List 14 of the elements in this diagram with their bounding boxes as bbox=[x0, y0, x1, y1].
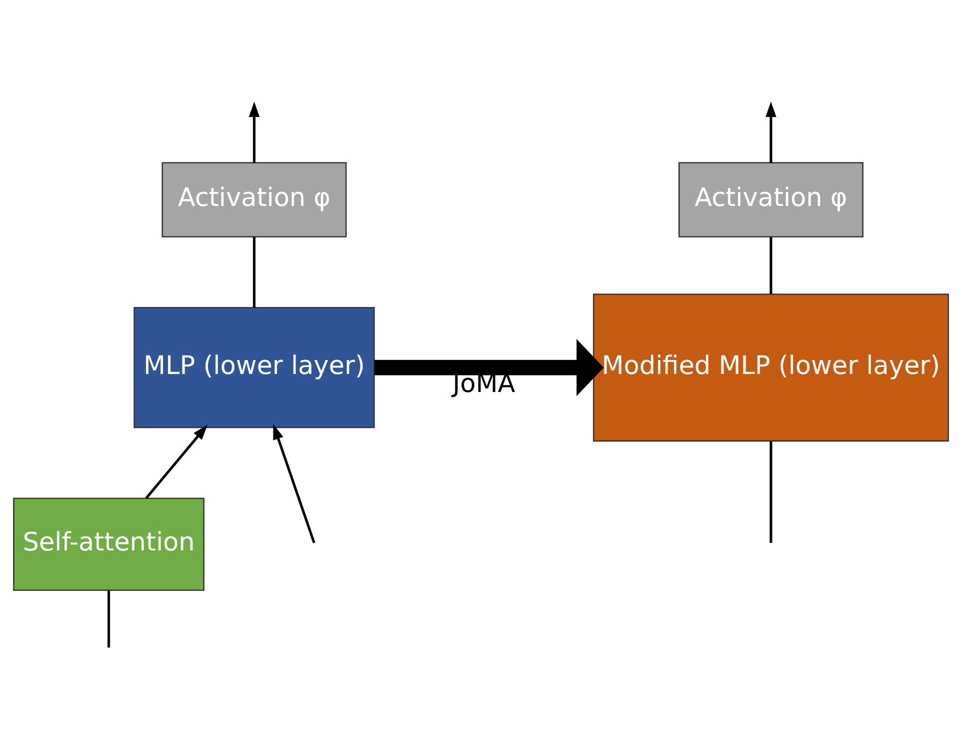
connector bbox=[770, 440, 772, 542]
arrow bbox=[766, 101, 776, 162]
node-box: Self-attention bbox=[13, 497, 204, 590]
node-box: Activation φ bbox=[162, 162, 347, 237]
arrow bbox=[248, 101, 260, 162]
node-box: Modified MLP (lower layer) bbox=[592, 293, 949, 442]
node-box: MLP (lower layer) bbox=[134, 306, 375, 428]
connector bbox=[108, 590, 110, 648]
arrow bbox=[273, 424, 316, 543]
arrow bbox=[374, 338, 604, 396]
connector bbox=[252, 236, 256, 308]
node-box: Activation φ bbox=[678, 162, 864, 237]
connector bbox=[770, 236, 772, 294]
arrow bbox=[145, 424, 208, 498]
